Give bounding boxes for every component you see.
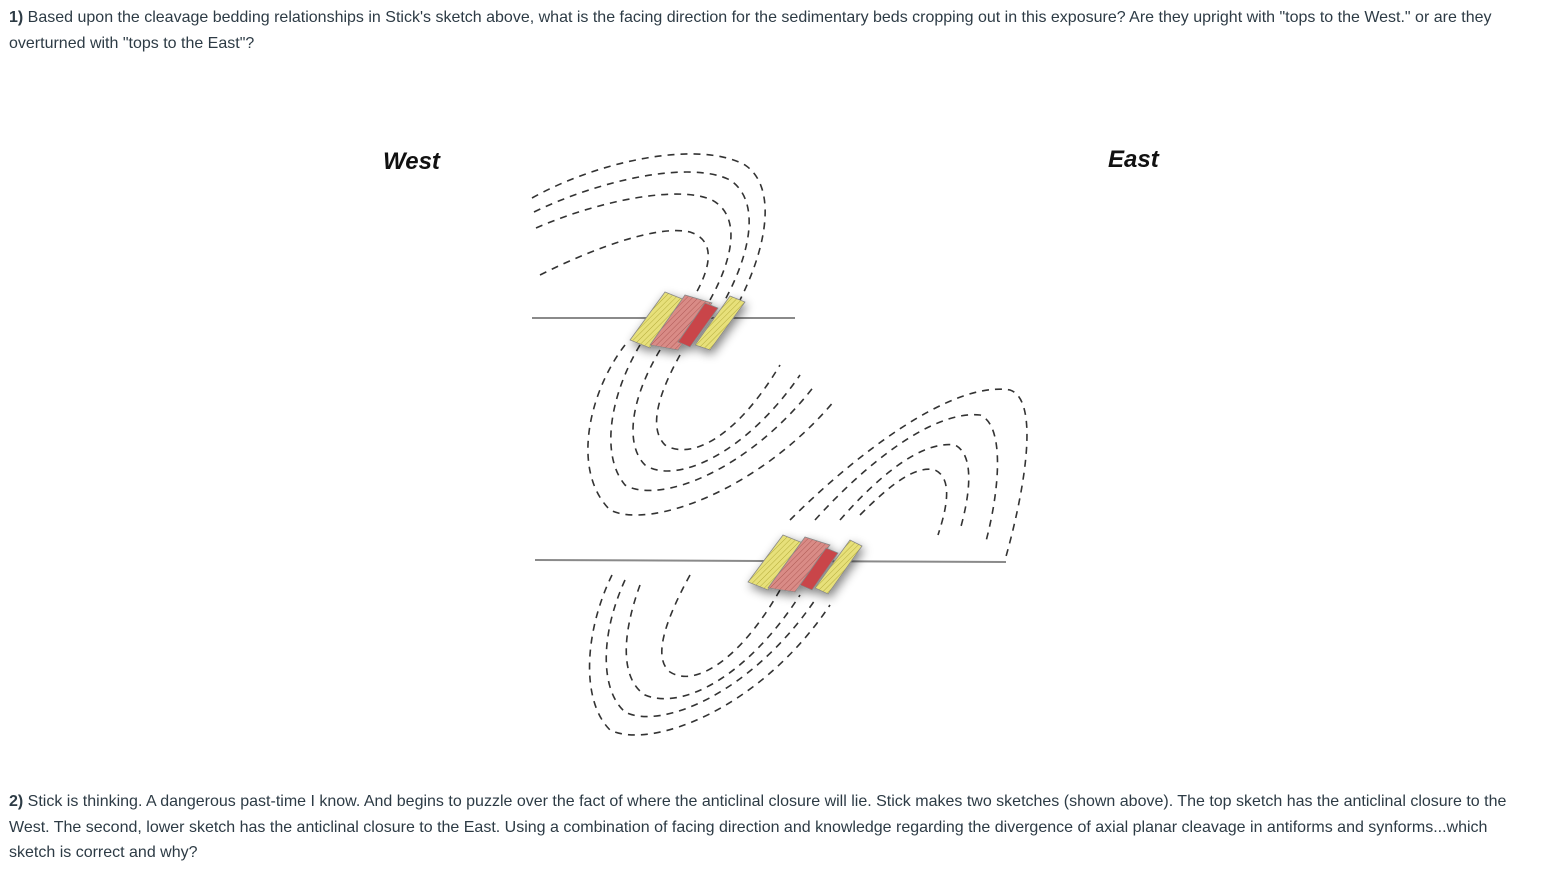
question-2-number: 2) [9, 793, 24, 810]
synform-trace-2 [610, 344, 816, 492]
antiform-trace-4 [859, 468, 948, 536]
lower-yellow-bed-right [814, 539, 863, 595]
upper-antiform-trace-2 [533, 171, 750, 301]
lower-fold-traces [588, 574, 831, 736]
east-label: East [1108, 146, 1159, 173]
synform-trace-3 [632, 349, 801, 472]
question-1: 1) Based upon the cleavage bedding relat… [9, 5, 1524, 56]
surface-lines [532, 317, 1007, 563]
question-1-text: Based upon the cleavage bedding relation… [9, 9, 1492, 52]
upper-antiform-trace-4 [539, 229, 710, 296]
question-1-number: 1) [9, 9, 24, 26]
upper-fold-traces [531, 153, 766, 301]
synform-trace-1 [587, 344, 836, 516]
lower-synform-trace-3 [625, 584, 801, 700]
lower-synform-trace-1 [588, 574, 831, 736]
upper-outcrop-block [629, 291, 746, 351]
lower-synform-trace-4 [661, 574, 781, 678]
antiform-trace-3 [839, 443, 970, 531]
synform-trace-4 [655, 354, 781, 451]
question-2: 2) Stick is thinking. A dangerous past-t… [9, 789, 1534, 866]
middle-fold-traces [587, 344, 1028, 561]
west-label: West [383, 148, 440, 175]
lower-outcrop-block [747, 534, 863, 595]
lower-synform-trace-2 [605, 579, 816, 718]
upper-yellow-bed-right [694, 295, 746, 351]
upper-pink-bed [649, 294, 713, 351]
upper-antiform-trace-1 [531, 153, 766, 301]
lower-red-bed [799, 547, 839, 591]
upper-red-bed [677, 302, 719, 348]
antiform-trace-1 [789, 388, 1028, 561]
lower-pink-bed [767, 536, 831, 593]
question-2-text: Stick is thinking. A dangerous past-time… [9, 793, 1507, 861]
fold-sketch-figure [531, 153, 1028, 736]
upper-antiform-trace-3 [535, 193, 732, 301]
antiform-trace-2 [814, 414, 999, 546]
